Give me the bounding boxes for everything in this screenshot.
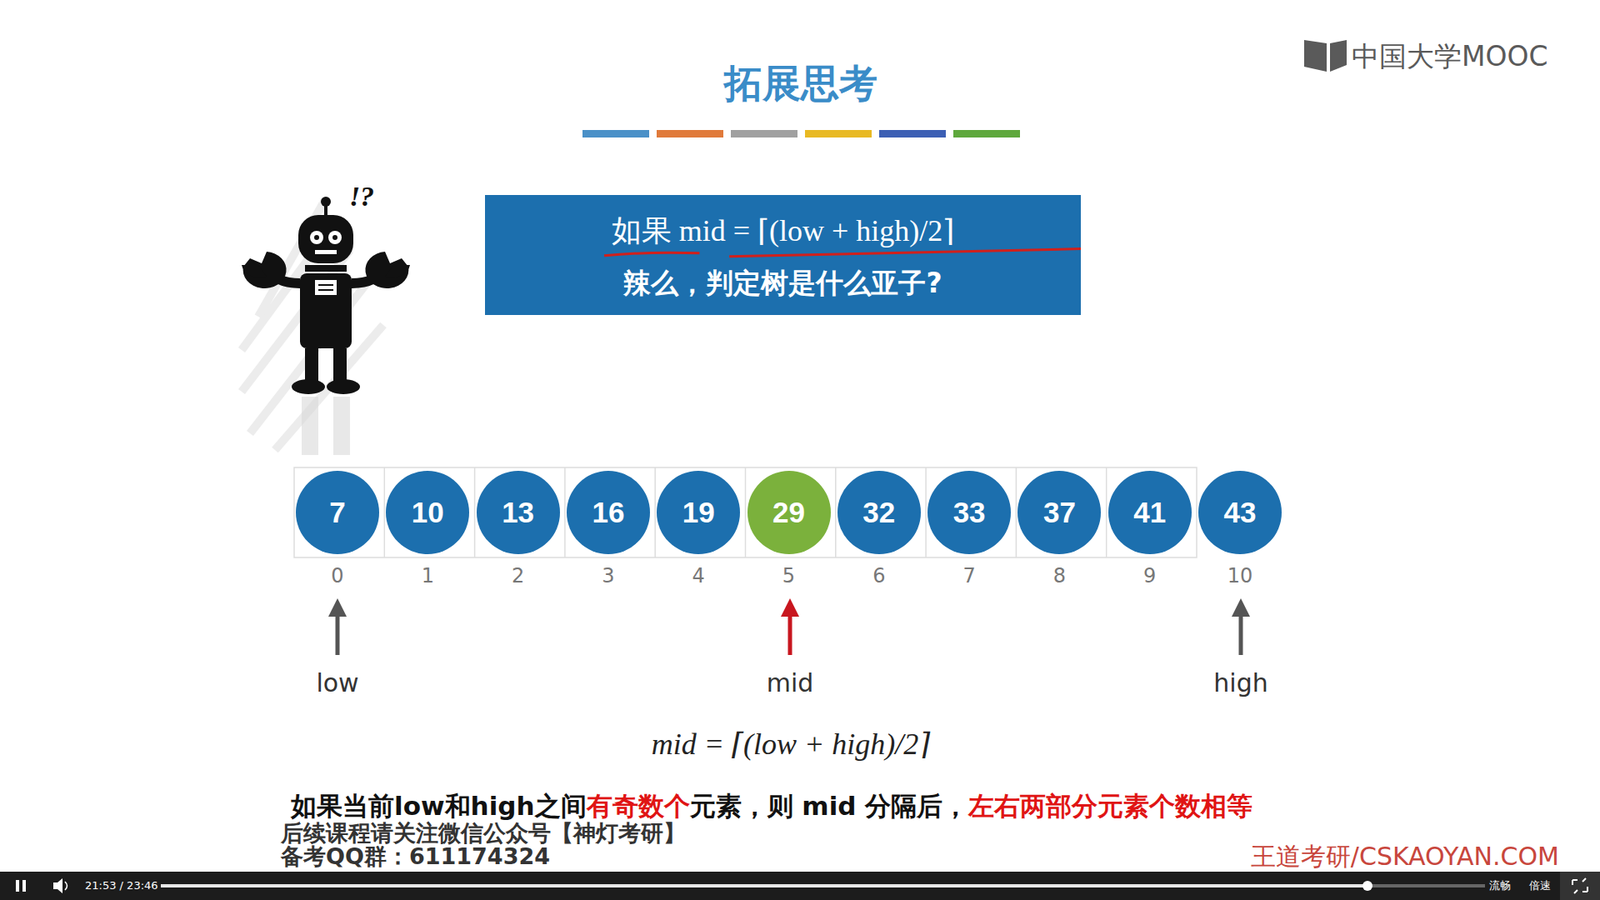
array-element-circle: 37 <box>1017 470 1101 555</box>
element-value: 41 <box>1133 495 1166 530</box>
element-value: 29 <box>772 495 805 530</box>
element-value: 33 <box>953 495 986 530</box>
watermark-text: 备考QQ群：611174324 <box>280 843 550 870</box>
array-element-circle: 19 <box>656 470 740 555</box>
watermark-text: 后续课程请关注微信公众号【神灯考研】 <box>280 820 686 846</box>
array-element-circle: 33 <box>927 470 1011 555</box>
bubble-question: 如果 mid = ⌈(low + high)/2⌉ <box>485 215 1081 249</box>
array-index: 6 <box>872 565 885 589</box>
array-element-circle: 43 <box>1198 470 1282 555</box>
slide-title: 拓展思考 <box>724 61 878 106</box>
array-index: 1 <box>421 565 435 589</box>
video-controls <box>0 871 1600 900</box>
bubble-text: 辣么，判定树是什么亚子? <box>485 268 1081 299</box>
pointer-label: mid <box>766 669 815 699</box>
array-element-circle: 41 <box>1108 470 1192 555</box>
element-value: 10 <box>411 495 445 530</box>
mooc-logo-icon <box>1304 40 1347 72</box>
element-value: 43 <box>1224 495 1257 530</box>
array-element-circle: 13 <box>476 470 560 555</box>
array-index: 8 <box>1053 565 1066 589</box>
note-text: 如果当前low和high之间 <box>290 790 587 821</box>
note-line: 如果当前low和high之间有奇数个元素，则 mid 分隔后，左右两部分元素个数… <box>290 791 1253 822</box>
video-quality: 流畅 <box>1489 880 1511 893</box>
pointer-label: high <box>1213 669 1268 699</box>
video-speed: 倍速 <box>1529 880 1551 893</box>
array-index: 5 <box>782 565 795 589</box>
robot-figure <box>241 196 410 455</box>
speech-bubble: 如果 mid = ⌈(low + high)/2⌉ 辣么，判定树是什么亚子? <box>485 195 1081 315</box>
watermark-text: 王道考研/CSKAOYAN.COM <box>1250 842 1560 872</box>
array-index: 9 <box>1143 565 1156 589</box>
array-index: 4 <box>692 565 705 589</box>
array-cells <box>294 467 1197 558</box>
array-index: 0 <box>330 565 344 589</box>
element-value: 13 <box>501 495 535 530</box>
array-index: 10 <box>1227 565 1254 589</box>
note-highlight: 有奇数个 <box>586 790 690 821</box>
array-element-circle: 32 <box>837 470 921 555</box>
array-element-circle: 29 <box>747 470 831 555</box>
underline-stroke <box>729 248 1081 257</box>
robot-exclaim: !? <box>349 180 375 213</box>
array-index: 2 <box>511 565 525 589</box>
logo-text: 中国大学MOOC <box>1351 40 1548 73</box>
underline-stroke <box>604 252 700 256</box>
element-value: 7 <box>329 495 345 530</box>
array-element-circle: 10 <box>385 470 470 555</box>
element-value: 32 <box>862 495 895 530</box>
array-index: 3 <box>601 565 615 589</box>
video-time: 21:53 / 23:46 <box>85 880 159 893</box>
pointer-label: low <box>315 669 359 699</box>
array-index: 7 <box>962 565 975 589</box>
color-bars <box>582 130 1020 138</box>
pointer-arrows <box>328 598 1250 655</box>
note-text: 元素，则 mid 分隔后， <box>690 790 970 821</box>
note-highlight: 左右两部分元素个数相等 <box>968 790 1253 821</box>
formula: mid = ⌈(low + high)/2⌉ <box>651 727 931 762</box>
element-value: 19 <box>682 495 715 530</box>
array-element-circle: 16 <box>566 470 650 555</box>
element-value: 37 <box>1043 495 1076 530</box>
element-value: 16 <box>591 495 625 530</box>
array-element-circle: 7 <box>295 470 380 555</box>
